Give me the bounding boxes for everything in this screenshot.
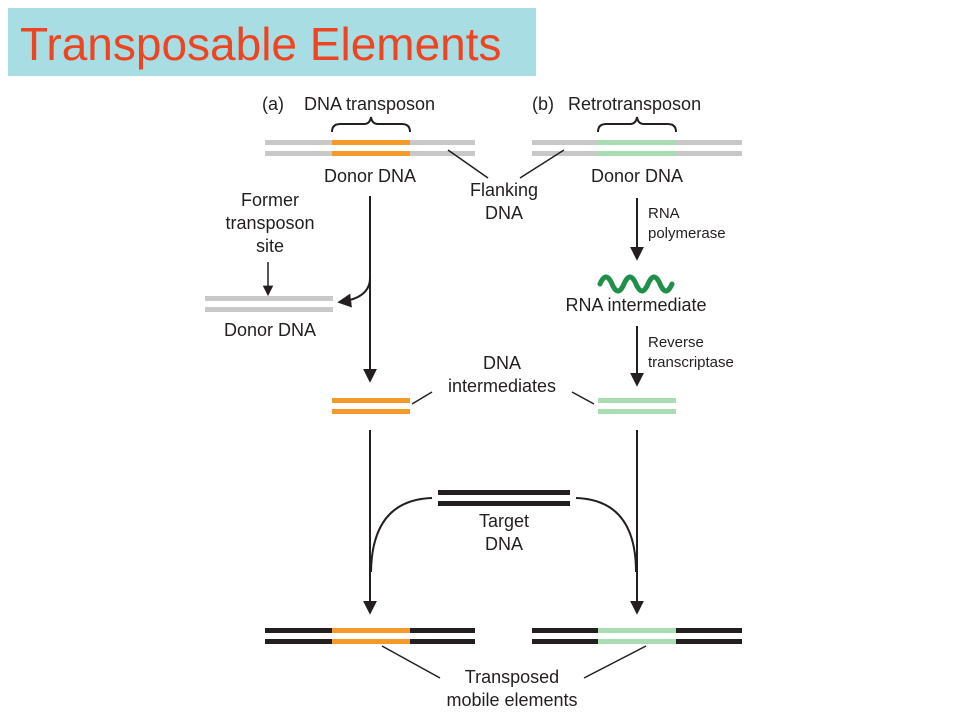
panel-b-brace (597, 116, 677, 133)
rna-polymerase-label-2: polymerase (648, 225, 726, 242)
rna-polymerase-label-1: RNA (648, 205, 680, 222)
reverse-transcriptase-label-1: Reverse (648, 334, 704, 351)
transposed-product-a (265, 628, 475, 644)
intermediates-leader-a (411, 391, 433, 405)
donor-dna-a (265, 140, 475, 156)
page-title: Transposable Elements (20, 18, 502, 70)
target-label-2: DNA (485, 534, 523, 554)
former-site-label-2: transposon (225, 213, 314, 233)
rna-intermediate-strand (597, 274, 675, 294)
panel-a-brace (331, 116, 411, 133)
flanking-label-1: Flanking (470, 180, 538, 200)
transposed-label-2: mobile elements (446, 690, 577, 710)
dna-intermediate-b (598, 398, 676, 414)
target-curve-a (370, 497, 433, 573)
donor-dna-b-label: Donor DNA (591, 166, 683, 186)
flanking-leader-a (447, 149, 489, 179)
intermediates-leader-b (571, 391, 595, 405)
donor-dna-a-after (205, 296, 333, 312)
donor-dna-a-after-label: Donor DNA (224, 320, 316, 340)
transposed-label-1: Transposed (465, 667, 559, 687)
title-banner: Transposable Elements (8, 8, 536, 76)
panel-a-title: DNA transposon (304, 94, 435, 114)
transposed-leader-b (583, 645, 647, 679)
target-dna (438, 490, 570, 506)
target-label-1: Target (479, 511, 529, 531)
arrow-a-excision (337, 277, 371, 308)
intermediates-label-2: intermediates (448, 376, 556, 396)
flanking-label-2: DNA (485, 203, 523, 223)
former-site-label-1: Former (241, 190, 299, 210)
transposed-leader-a (381, 645, 441, 679)
intermediates-label-1: DNA (483, 353, 521, 373)
panel-b-title: Retrotransposon (568, 94, 701, 114)
rna-intermediate-label: RNA intermediate (565, 295, 706, 315)
donor-dna-a-label: Donor DNA (324, 166, 416, 186)
flanking-leader-b (519, 149, 565, 179)
panel-b-label: (b) (532, 94, 554, 114)
reverse-transcriptase-label-2: transcriptase (648, 354, 734, 371)
transposed-product-b (532, 628, 742, 644)
former-site-label-3: site (256, 236, 284, 256)
target-curve-b (575, 497, 637, 573)
donor-dna-b (532, 140, 742, 156)
panel-a-label: (a) (262, 94, 284, 114)
dna-intermediate-a (332, 398, 410, 414)
